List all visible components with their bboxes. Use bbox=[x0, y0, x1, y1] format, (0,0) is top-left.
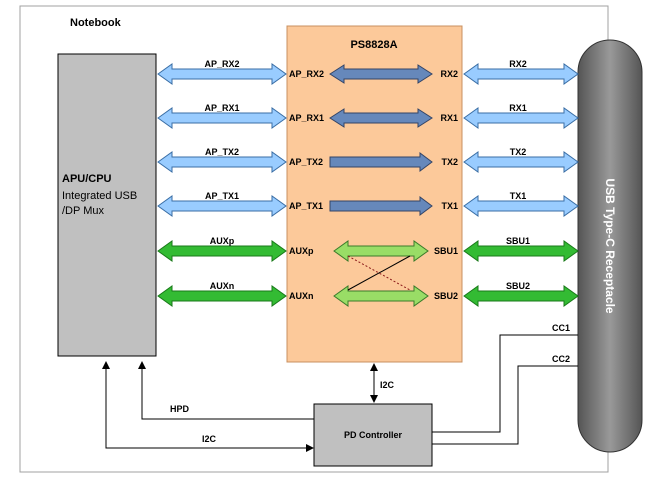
link-arrow-ap-rx2 bbox=[157, 63, 287, 85]
link-label-ap-tx2: AP_TX2 bbox=[205, 147, 239, 157]
chip-pin-auxn: AUXn bbox=[289, 291, 314, 301]
connector-label-rx2: RX2 bbox=[509, 59, 527, 69]
link-arrow-auxn bbox=[157, 285, 287, 307]
internal-arrow-tx1 bbox=[329, 196, 433, 216]
chip-pin-ap-tx2: AP_TX2 bbox=[289, 157, 323, 167]
chip-pin-rx1: RX1 bbox=[440, 113, 458, 123]
sbu-cross-line-2 bbox=[347, 255, 411, 291]
chip-pin-tx2: TX2 bbox=[441, 157, 458, 167]
connector-label-sbu2: SBU2 bbox=[506, 281, 530, 291]
connector-label-rx1: RX1 bbox=[509, 103, 527, 113]
connector-arrow-tx2 bbox=[463, 151, 579, 173]
cc2-label: CC2 bbox=[552, 354, 570, 364]
internal-arrow-sbu1 bbox=[333, 240, 429, 262]
i2c-chip-arrow-up bbox=[370, 363, 378, 371]
hpd-line bbox=[141, 366, 314, 420]
i2c-arrow-right bbox=[306, 444, 314, 452]
link-label-auxn: AUXn bbox=[210, 281, 235, 291]
link-label-auxp: AUXp bbox=[210, 236, 235, 246]
internal-arrow-tx2 bbox=[329, 152, 433, 172]
apu-line1: Integrated USB bbox=[62, 190, 137, 202]
pd-controller-label: PD Controller bbox=[344, 430, 403, 440]
link-arrow-ap-rx1 bbox=[157, 107, 287, 129]
connector-arrow-rx1 bbox=[463, 107, 579, 129]
cc2-line bbox=[432, 365, 578, 445]
pd-controller-block bbox=[313, 403, 433, 467]
connector-label-sbu1: SBU1 bbox=[506, 236, 530, 246]
connector-arrow-tx1 bbox=[463, 195, 579, 217]
connector-arrow-sbu1 bbox=[463, 240, 579, 262]
chip-pin-ap-rx1: AP_RX1 bbox=[289, 113, 324, 123]
chip-block bbox=[286, 25, 463, 363]
connector-arrow-rx2 bbox=[463, 63, 579, 85]
link-label-ap-tx1: AP_TX1 bbox=[205, 191, 239, 201]
cc1-line bbox=[432, 334, 578, 433]
usb-c-receptacle bbox=[577, 39, 643, 453]
internal-arrow-rx1 bbox=[329, 108, 433, 128]
connector-arrow-sbu2 bbox=[463, 285, 579, 307]
hpd-label: HPD bbox=[170, 404, 190, 414]
chip-pin-ap-rx2: AP_RX2 bbox=[289, 69, 324, 79]
connector-label-tx2: TX2 bbox=[510, 147, 527, 157]
link-arrow-auxp bbox=[157, 240, 287, 262]
internal-arrow-rx2 bbox=[329, 64, 433, 84]
chip-pin-ap-tx1: AP_TX1 bbox=[289, 201, 323, 211]
apu-title: APU/CPU bbox=[62, 173, 112, 185]
chip-pin-rx2: RX2 bbox=[440, 69, 458, 79]
i2c-chip-arrow-down bbox=[370, 395, 378, 403]
apu-line2: /DP Mux bbox=[62, 205, 104, 217]
receptacle-label: USB Type-C Receptacle bbox=[603, 178, 617, 313]
i2c-label: I2C bbox=[202, 434, 217, 444]
i2c-arrow-up bbox=[102, 361, 110, 369]
chip-pin-sbu2: SBU2 bbox=[434, 291, 458, 301]
internal-arrow-sbu2 bbox=[333, 285, 429, 307]
chip-pin-auxp: AUXp bbox=[289, 246, 314, 256]
chip-title: PS8828A bbox=[350, 39, 397, 51]
i2c-line bbox=[105, 366, 308, 449]
apu-block bbox=[57, 53, 157, 357]
chip-pin-tx1: TX1 bbox=[441, 201, 458, 211]
chip-pin-sbu1: SBU1 bbox=[434, 246, 458, 256]
link-arrow-ap-tx2 bbox=[157, 151, 287, 173]
i2c-chip-label: I2C bbox=[380, 380, 395, 390]
notebook-label: Notebook bbox=[70, 17, 122, 29]
cc1-label: CC1 bbox=[552, 323, 570, 333]
link-label-ap-rx1: AP_RX1 bbox=[204, 103, 239, 113]
link-arrow-ap-tx1 bbox=[157, 195, 287, 217]
link-label-ap-rx2: AP_RX2 bbox=[204, 59, 239, 69]
hpd-arrow bbox=[138, 361, 146, 369]
connector-label-tx1: TX1 bbox=[510, 191, 527, 201]
